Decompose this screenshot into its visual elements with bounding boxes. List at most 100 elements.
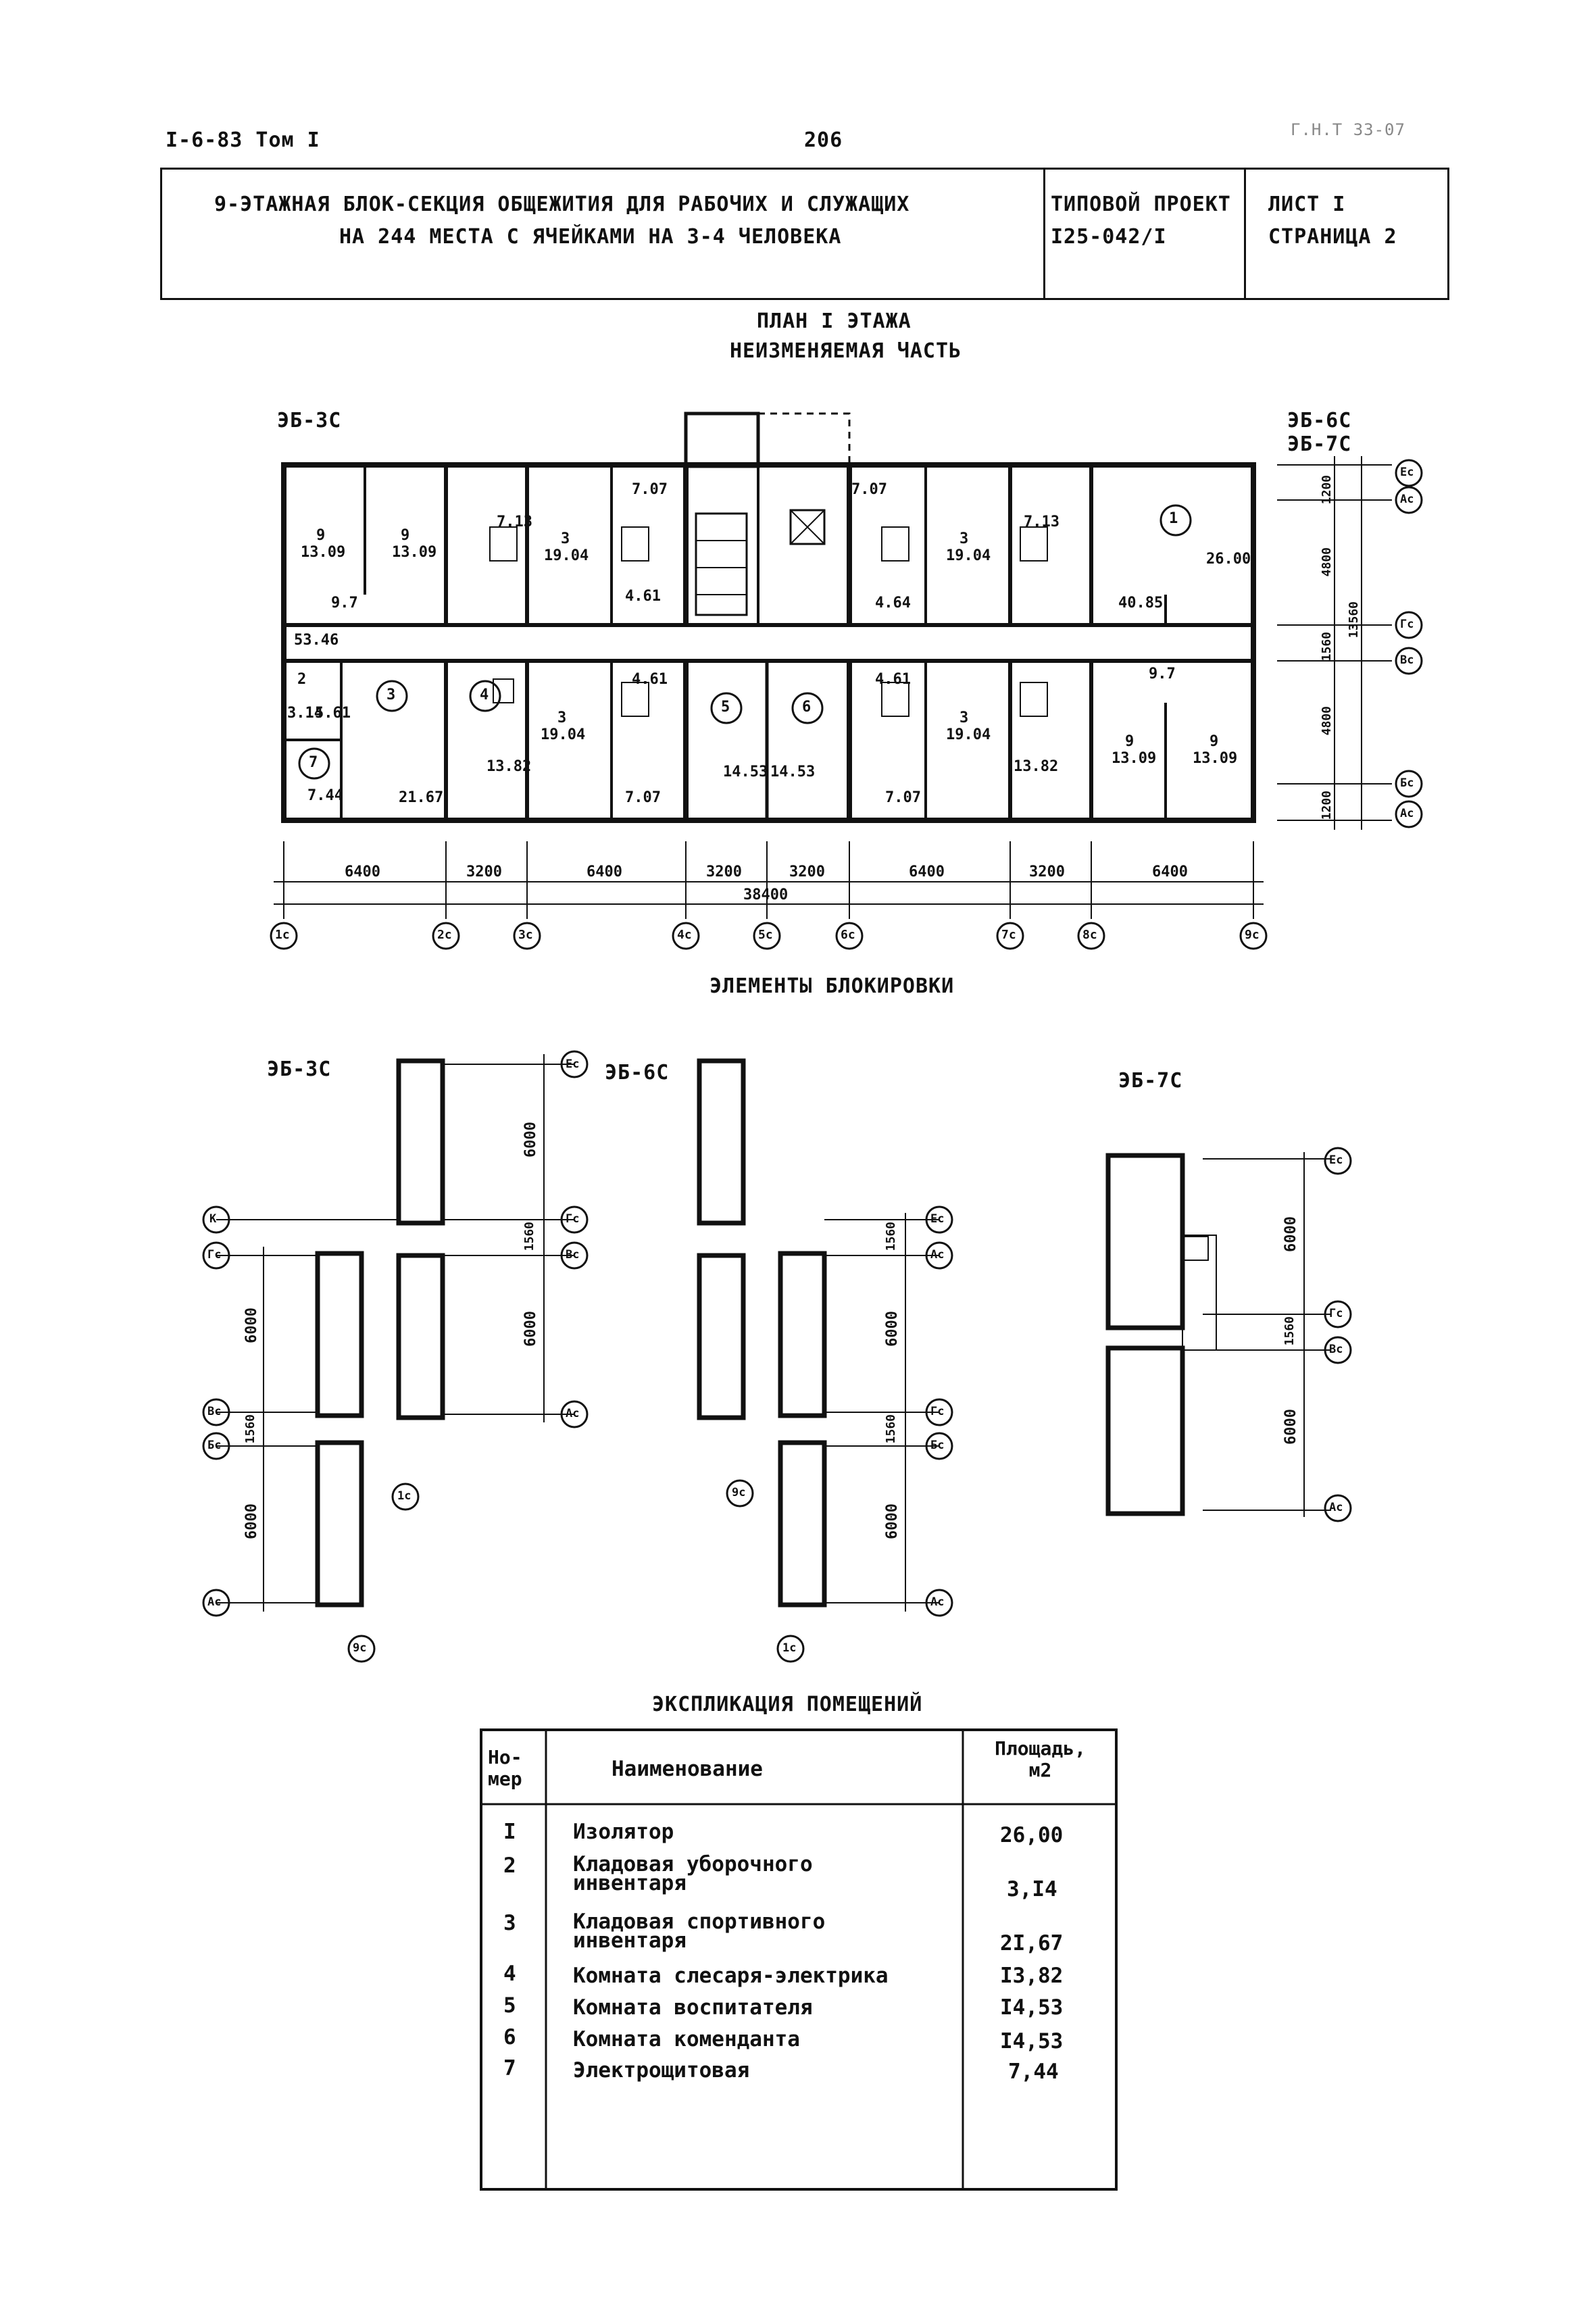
axis-label: 4с [677, 928, 692, 942]
axis-label: Гс [1400, 618, 1414, 631]
area-label: 13.82 [487, 758, 532, 775]
table-row-number: 6 [503, 2025, 516, 2049]
table-row-area: I4,53 [1000, 2029, 1064, 2053]
area-label: 7.07 [632, 481, 668, 498]
axis-label: Вс [1400, 653, 1414, 667]
axis-label: Бс [1400, 776, 1414, 790]
table-row-name: Комната воспитателя [573, 1995, 813, 2020]
area-label: 9.7 [1149, 666, 1176, 682]
area-label: 13.82 [1014, 758, 1059, 775]
table-row-area: 26,00 [1000, 1823, 1064, 1847]
room-number-4: 4 [480, 687, 489, 703]
room-number-6: 6 [802, 699, 812, 716]
sheet-number: ЛИСТ I [1268, 193, 1346, 216]
room-number-1: 1 [1169, 510, 1178, 527]
area-label: 3 [959, 710, 969, 726]
axis-label: 3с [518, 928, 533, 942]
sheet-title-line1: 9-ЭТАЖНАЯ БЛОК-СЕКЦИЯ ОБЩЕЖИТИЯ ДЛЯ РАБО… [214, 193, 910, 216]
table-header-name: Наименование [612, 1757, 763, 1781]
area-label: 19.04 [946, 726, 991, 743]
table-row-area: 3,I4 [1007, 1877, 1057, 1901]
dimension-label: 6400 [909, 864, 945, 880]
area-label: 13.09 [392, 544, 437, 561]
axis-label: 8с [1082, 928, 1097, 942]
page-label: СТРАНИЦА 2 [1268, 225, 1397, 249]
area-label: 4.61 [625, 588, 661, 605]
area-label: 4.64 [875, 595, 911, 612]
area-label: 4.61 [632, 671, 668, 688]
area-label: 3.14 [287, 705, 323, 722]
area-label: 7.44 [307, 787, 343, 804]
element-label-6c: ЭБ-6С [605, 1061, 670, 1085]
area-label: 5.61 [315, 705, 351, 722]
axis-label: Ас [1400, 493, 1414, 506]
axis-label: 1с [275, 928, 290, 942]
dimension-label: 1560 [1320, 632, 1334, 662]
axis-label: 6с [841, 928, 855, 942]
dimension-label: 6400 [345, 864, 380, 880]
axis-label: 2с [437, 928, 452, 942]
axis-label: Ас [1400, 807, 1414, 820]
explication-title: ЭКСПЛИКАЦИЯ ПОМЕЩЕНИЙ [652, 1693, 923, 1716]
room-number-5: 5 [721, 699, 730, 716]
area-label: 13.09 [301, 544, 346, 561]
area-label: 4.61 [875, 671, 911, 688]
table-row-name: Комната коменданта [573, 2027, 800, 2051]
plan-right-label-1: ЭБ-6С [1287, 409, 1352, 432]
area-label: 13.09 [1193, 750, 1238, 767]
dimension-label: 6400 [1152, 864, 1188, 880]
table-row-number: 3 [503, 1911, 516, 1935]
dimension-label: 6400 [587, 864, 622, 880]
room-number-2: 2 [297, 671, 307, 688]
table-row-name: Электрощитовая [573, 2058, 750, 2083]
area-label: 19.04 [541, 726, 586, 743]
dimension-label: 1200 [1320, 791, 1334, 820]
area-label: 53.46 [294, 632, 339, 649]
table-row-area: I4,53 [1000, 1995, 1064, 2020]
dimension-label: 4800 [1320, 706, 1334, 736]
area-label: 21.67 [399, 789, 444, 806]
area-label: 3 [959, 530, 969, 547]
area-label: 3 [557, 710, 567, 726]
area-label: 19.04 [544, 547, 589, 564]
dimension-label: 3200 [706, 864, 742, 880]
area-label: 7.07 [851, 481, 887, 498]
dimension-total-vertical: 13560 [1347, 601, 1361, 639]
plan-left-label: ЭБ-3С [277, 409, 342, 432]
room-number-7: 7 [309, 754, 318, 771]
document-reference: I-6-83 Том I [166, 128, 320, 152]
area-label: 26.00 [1206, 551, 1251, 568]
table-row-name: Изолятор [573, 1820, 674, 1844]
area-label: 9 [316, 527, 326, 544]
element-label-3c: ЭБ-3С [267, 1057, 332, 1081]
dimension-label: 3200 [1029, 864, 1065, 880]
area-label: 9 [1210, 733, 1219, 750]
axis-label: Ес [1400, 466, 1414, 479]
table-row-name: Комната слесаря-электрика [573, 1964, 889, 1988]
plan-subtitle: НЕИЗМЕНЯЕМАЯ ЧАСТЬ [730, 339, 962, 363]
sheet-title-line2: НА 244 МЕСТА С ЯЧЕЙКАМИ НА 3-4 ЧЕЛОВЕКА [339, 225, 842, 249]
area-label: 9 [1125, 733, 1134, 750]
plan-right-label-2: ЭБ-7С [1287, 432, 1352, 456]
page-number: 206 [804, 128, 843, 152]
table-row-name: Кладовая спортивного инвентаря [573, 1910, 826, 1953]
table-header-number: Но- мер [488, 1746, 522, 1790]
area-label: 19.04 [946, 547, 991, 564]
area-label: 7.07 [625, 789, 661, 806]
dimension-label: 3200 [466, 864, 502, 880]
area-label: 13.09 [1112, 750, 1157, 767]
table-row-number: I [503, 1820, 516, 1844]
table-row-number: 7 [503, 2056, 516, 2081]
area-label: 9.7 [331, 595, 358, 612]
area-label: 14.53 [723, 764, 768, 780]
title-block: 9-ЭТАЖНАЯ БЛОК-СЕКЦИЯ ОБЩЕЖИТИЯ ДЛЯ РАБО… [160, 168, 1449, 300]
axis-label: 9с [1245, 928, 1260, 942]
table-row-area: I3,82 [1000, 1964, 1064, 1988]
area-label: 40.85 [1118, 595, 1164, 612]
project-label: ТИПОВОЙ ПРОЕКТ [1051, 193, 1231, 216]
area-label: 7.13 [497, 514, 532, 530]
dimension-total: 38400 [743, 887, 789, 903]
table-row-number: 2 [503, 1853, 516, 1878]
elements-title: ЭЛЕМЕНТЫ БЛОКИРОВКИ [709, 974, 955, 998]
